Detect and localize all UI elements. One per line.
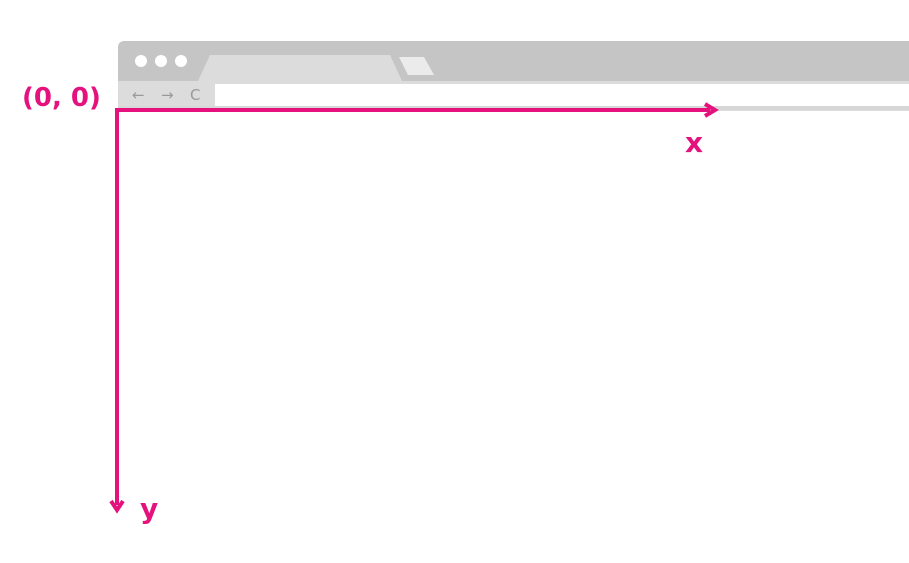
window-maximize-dot[interactable] [175, 55, 187, 67]
active-tab[interactable] [198, 55, 402, 81]
window-minimize-dot[interactable] [155, 55, 167, 67]
y-axis-label: y [140, 492, 159, 525]
forward-arrow-icon[interactable]: → [161, 86, 174, 104]
back-arrow-icon[interactable]: ← [132, 86, 145, 104]
x-axis-arrowhead [703, 102, 719, 118]
new-tab-button[interactable] [399, 57, 434, 75]
browser-titlebar [118, 41, 909, 81]
reload-icon[interactable]: C [190, 86, 201, 104]
x-axis-label: x [685, 126, 704, 159]
address-bar[interactable] [215, 84, 909, 106]
y-axis-arrowhead [109, 499, 125, 514]
tab-strip [198, 55, 434, 81]
origin-label: (0, 0) [22, 83, 101, 113]
window-close-dot[interactable] [135, 55, 147, 67]
